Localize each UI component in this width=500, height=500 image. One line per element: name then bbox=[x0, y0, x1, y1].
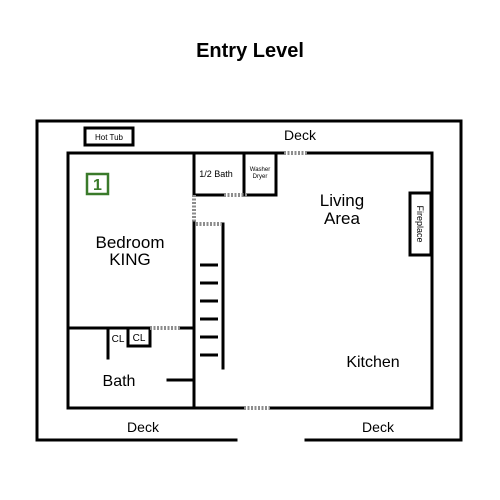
dryer-label: Dryer bbox=[253, 174, 268, 180]
bedroom-label-2: KING bbox=[109, 250, 151, 269]
room-number: 1 bbox=[93, 177, 102, 194]
living-area-label-2: Area bbox=[324, 209, 360, 228]
deck-outline bbox=[35, 119, 463, 442]
fireplace bbox=[408, 191, 433, 257]
half-bath-label: 1/2 Bath bbox=[199, 169, 233, 179]
deck-bottom-right-label: Deck bbox=[362, 419, 395, 435]
bath-label: Bath bbox=[103, 373, 136, 390]
hot-tub-label: Hot Tub bbox=[95, 133, 124, 142]
deck-top-label: Deck bbox=[284, 127, 317, 143]
bedroom-label-1: Bedroom bbox=[96, 233, 165, 252]
plan-title: Entry Level bbox=[196, 40, 304, 62]
house-walls bbox=[66, 151, 434, 410]
closet-right-label: CL bbox=[133, 333, 146, 344]
hot-tub bbox=[83, 126, 135, 147]
deck-bottom-left-label: Deck bbox=[127, 419, 160, 435]
washer-label: Washer bbox=[250, 167, 270, 173]
room-number-badge bbox=[85, 172, 110, 196]
door-openings bbox=[150, 151, 308, 410]
living-area-label-1: Living bbox=[320, 191, 364, 210]
kitchen-label: Kitchen bbox=[346, 354, 399, 371]
fireplace-label: Fireplace bbox=[415, 205, 425, 242]
staircase bbox=[200, 263, 218, 357]
closet-left-label: CL bbox=[112, 334, 125, 345]
